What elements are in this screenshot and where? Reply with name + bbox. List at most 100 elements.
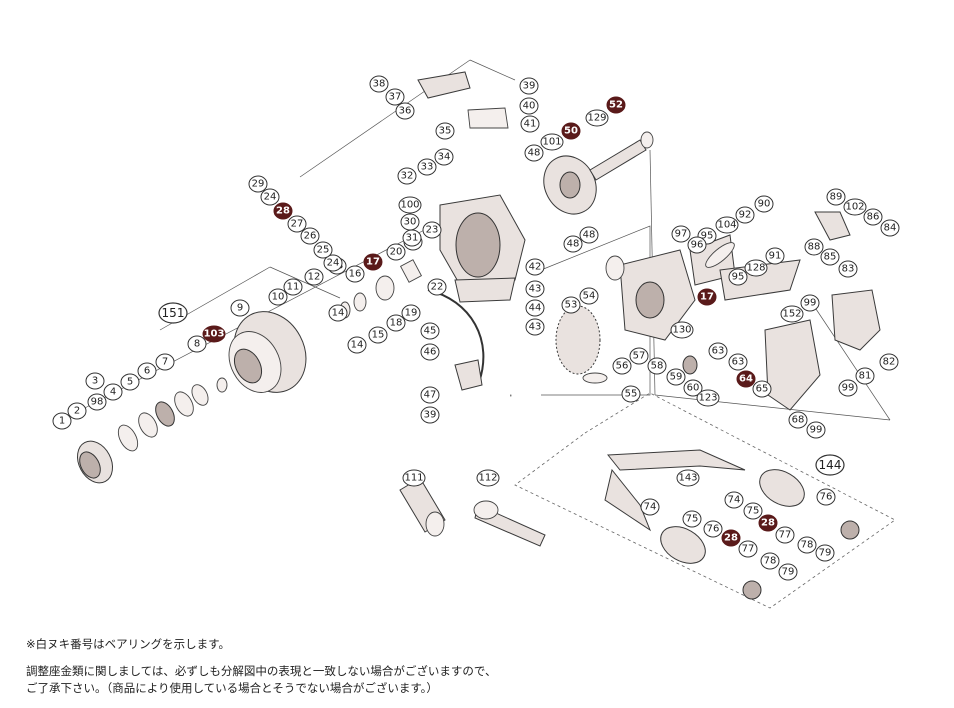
callout-20: 20 (386, 243, 406, 261)
callout-27: 27 (287, 215, 307, 233)
callout-circle (368, 326, 388, 344)
callout-19: 19 (401, 304, 421, 322)
handle-group (604, 449, 860, 600)
pinion-bearing (375, 275, 395, 301)
callout-circle (328, 304, 348, 322)
callout-circle (855, 367, 875, 385)
callout-label: 19 (405, 308, 418, 319)
callout-circle (345, 265, 365, 283)
callout-label: 8 (194, 339, 200, 350)
callout-123: 123 (696, 389, 720, 407)
callout-86: 86 (863, 208, 883, 226)
callout-label: 11 (287, 282, 300, 293)
callout-39a: 39 (519, 77, 539, 95)
callout-85: 85 (820, 248, 840, 266)
callout-99b: 99 (838, 379, 858, 397)
callout-label: 128 (746, 263, 765, 274)
callout-label: 129 (587, 113, 606, 124)
callout-circle (760, 552, 780, 570)
callout-label: 99 (810, 425, 823, 436)
callout-circle (797, 536, 817, 554)
callout-82: 82 (879, 353, 899, 371)
callout-98: 98 (87, 393, 107, 411)
callout-label: 44 (529, 303, 542, 314)
drag-washer (117, 424, 139, 452)
drag-washer (155, 401, 175, 427)
callout-circle (738, 540, 758, 558)
callout-label: 43 (529, 284, 542, 295)
callout-label: 99 (842, 383, 855, 394)
callout-24b: 24 (323, 254, 343, 272)
callout-97: 97 (671, 225, 691, 243)
callout-label: 103 (204, 329, 225, 340)
callout-32: 32 (397, 167, 417, 185)
callout-label: 40 (523, 101, 536, 112)
callout-label: 50 (564, 126, 578, 137)
callout-circle (137, 362, 157, 380)
callout-circle (386, 314, 406, 332)
callout-10: 10 (268, 288, 288, 306)
callout-circle (788, 411, 808, 429)
callout-label: 36 (399, 106, 412, 117)
callout-label: 9 (237, 303, 243, 314)
callout-circle (304, 268, 324, 286)
callout-label: 77 (779, 530, 792, 541)
callout-circle (283, 278, 303, 296)
callout-circle (230, 299, 250, 317)
callout-circle (385, 88, 405, 106)
callout-circle (87, 393, 107, 411)
callout-44: 44 (525, 299, 545, 317)
callout-6: 6 (137, 362, 157, 380)
callout-129: 129 (585, 109, 609, 127)
callout-label: 144 (819, 458, 842, 472)
callout-14b: 14 (347, 336, 367, 354)
line-roller-cover (417, 71, 471, 99)
callout-43a: 43 (525, 280, 545, 298)
callout-22: 22 (427, 278, 447, 296)
callout-label: 4 (110, 387, 116, 398)
callout-circle (158, 302, 188, 324)
callout-37: 37 (385, 88, 405, 106)
callout-circle (780, 305, 804, 323)
wrench-head (473, 500, 499, 520)
callout-circle (676, 469, 700, 487)
handle-arm-lower (604, 468, 652, 532)
stopper-lever (814, 211, 851, 241)
callout-circle (754, 195, 774, 213)
callout-68: 68 (788, 411, 808, 429)
callout-circle (525, 318, 545, 336)
callout-label: 48 (583, 230, 596, 241)
callout-circle (561, 296, 581, 314)
callout-label: 95 (732, 272, 745, 283)
callout-2: 2 (67, 402, 87, 420)
callout-circle (579, 226, 599, 244)
callout-circle (402, 469, 426, 487)
callout-63b: 63 (728, 353, 748, 371)
callout-circle (697, 288, 717, 306)
callout-label: 48 (567, 239, 580, 250)
callout-circle (744, 259, 768, 277)
callout-label: 7 (162, 357, 168, 368)
callout-label: 27 (291, 219, 304, 230)
callout-81: 81 (855, 367, 875, 385)
callout-53: 53 (561, 296, 581, 314)
callout-circle (696, 389, 720, 407)
callout-circle (815, 454, 845, 476)
callout-152: 152 (780, 305, 804, 323)
callout-99a: 99 (800, 294, 820, 312)
callout-label: 92 (739, 210, 752, 221)
callout-label: 52 (609, 100, 623, 111)
callout-label: 85 (824, 252, 837, 263)
callout-label: 75 (747, 506, 760, 517)
callout-label: 29 (252, 179, 265, 190)
adjustment-note-line-1: 調整座金類に関しましては、必ずしも分解図中の表現と一致しない場合がございますので… (26, 664, 497, 678)
callout-circle (313, 241, 333, 259)
callout-46: 46 (420, 343, 440, 361)
callout-label: 96 (691, 240, 704, 251)
callout-circle (703, 520, 723, 538)
callout-circle (670, 321, 694, 339)
callout-label: 83 (842, 264, 855, 275)
callout-circle (682, 510, 702, 528)
callout-79a: 79 (778, 563, 798, 581)
callout-41: 41 (520, 115, 540, 133)
